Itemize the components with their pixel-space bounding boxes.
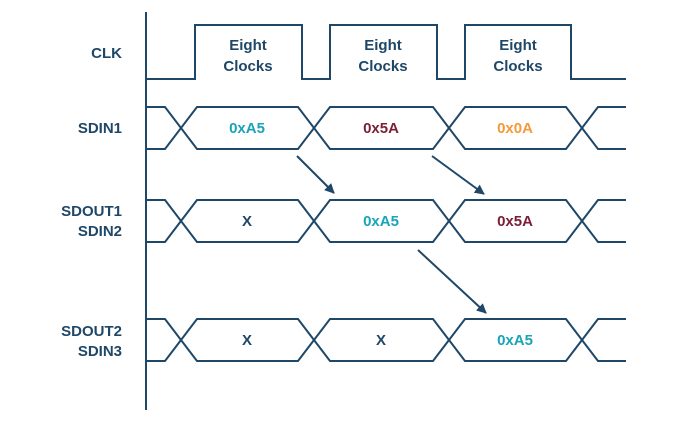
sdout1-value-2: 0xA5	[363, 213, 399, 230]
clock-pulse-1-line1: Eight	[229, 37, 267, 54]
sdout2-bus	[146, 318, 626, 362]
shift-arrow-1	[296, 155, 335, 194]
sdin1-bus	[146, 106, 626, 150]
sdin1-value-3: 0x0A	[497, 120, 533, 137]
clk-waveform	[146, 24, 626, 80]
clock-pulse-2-line1: Eight	[364, 37, 402, 54]
sdin1-value-2: 0x5A	[363, 120, 399, 137]
clock-pulse-2-line2: Clocks	[358, 58, 407, 75]
clk-label: CLK	[91, 45, 122, 62]
sdout2-value-1: X	[242, 332, 252, 349]
sdin1-label: SDIN1	[78, 120, 122, 137]
sdout1-bus	[146, 199, 626, 243]
sdout1-value-3: 0x5A	[497, 213, 533, 230]
sdout2-value-3: 0xA5	[497, 332, 533, 349]
sdout1-value-1: X	[242, 213, 252, 230]
sdout2-label: SDOUT2	[61, 323, 122, 340]
sdin1-value-1: 0xA5	[229, 120, 265, 137]
sdin3-label: SDIN3	[78, 343, 122, 360]
clock-pulse-3-line2: Clocks	[493, 58, 542, 75]
sdin2-label: SDIN2	[78, 223, 122, 240]
shift-arrow-3	[417, 249, 487, 314]
sdout1-label: SDOUT1	[61, 203, 122, 220]
sdout2-value-2: X	[376, 332, 386, 349]
clock-pulse-3-line1: Eight	[499, 37, 537, 54]
shift-arrow-2	[431, 155, 485, 195]
clock-pulse-1-line2: Clocks	[223, 58, 272, 75]
